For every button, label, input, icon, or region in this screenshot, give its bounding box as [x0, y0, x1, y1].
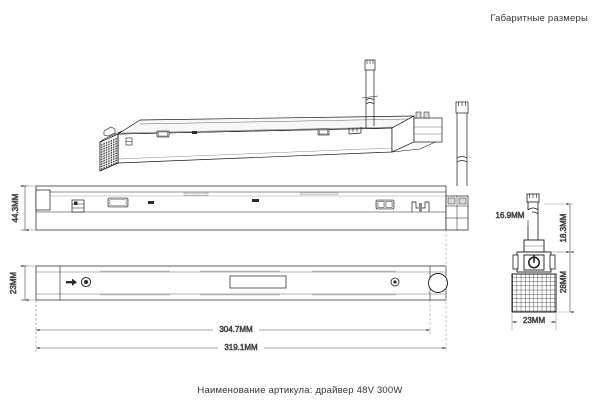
- dim-18-3mm-label: 18.3MM: [559, 213, 568, 242]
- plan-label-plate: [229, 275, 287, 289]
- page-title: Габаритные размеры: [490, 13, 588, 24]
- dimension-height-front: 44.3MM: [11, 184, 36, 232]
- iso-cable-primary: [361, 59, 379, 128]
- iso-end-grille: [99, 130, 123, 172]
- dim-16-9mm-label: 16.9MM: [496, 211, 525, 220]
- plan-mounting-hole: [428, 273, 448, 293]
- article-caption: Наименование артикула: драйвер 48V 300W: [197, 385, 403, 396]
- dim-304-7mm-label: 304.7MM: [219, 325, 253, 334]
- elevation-terminal-left: [71, 199, 85, 213]
- elevation-output-connector: [375, 199, 395, 210]
- dim-23mm-plan-label: 23MM: [9, 272, 18, 295]
- iso-cable-secondary: [455, 101, 469, 186]
- power-icon: [528, 254, 540, 269]
- elevation-terminal-right: [445, 195, 469, 231]
- elevation-rating-label: [107, 197, 129, 208]
- isometric-view: [99, 59, 469, 186]
- detail-button-housing: [512, 251, 556, 273]
- iso-connector-box: [391, 111, 443, 153]
- dim-44-3mm-label: 44.3MM: [11, 193, 20, 222]
- dimension-length-body: 304.7MM: [35, 300, 431, 334]
- iso-surface-labels: [125, 127, 362, 146]
- dimension-detail-cable-offset: 16.9MM: [488, 210, 532, 226]
- detail-grille-mesh: [511, 273, 557, 313]
- plan-polarity-marker: [66, 276, 92, 288]
- connector-detail-view: [511, 193, 557, 313]
- bottom-plan-view: [35, 265, 448, 301]
- elevation-cable-clamp: [411, 201, 430, 212]
- dimension-length-overall: 319.1MM: [35, 230, 447, 352]
- dimension-detail-body-height: 28MM: [556, 250, 574, 314]
- front-elevation-view: [35, 185, 469, 231]
- dim-23mm-detail-label: 23MM: [523, 316, 546, 325]
- dim-319-1mm-label: 319.1MM: [224, 343, 258, 352]
- dim-28mm-label: 28MM: [559, 271, 568, 294]
- dimension-height-plan: 23MM: [9, 264, 36, 302]
- dimension-detail-cable-height: 18.3MM: [544, 202, 574, 254]
- dimension-detail-body-width: 23MM: [511, 312, 557, 330]
